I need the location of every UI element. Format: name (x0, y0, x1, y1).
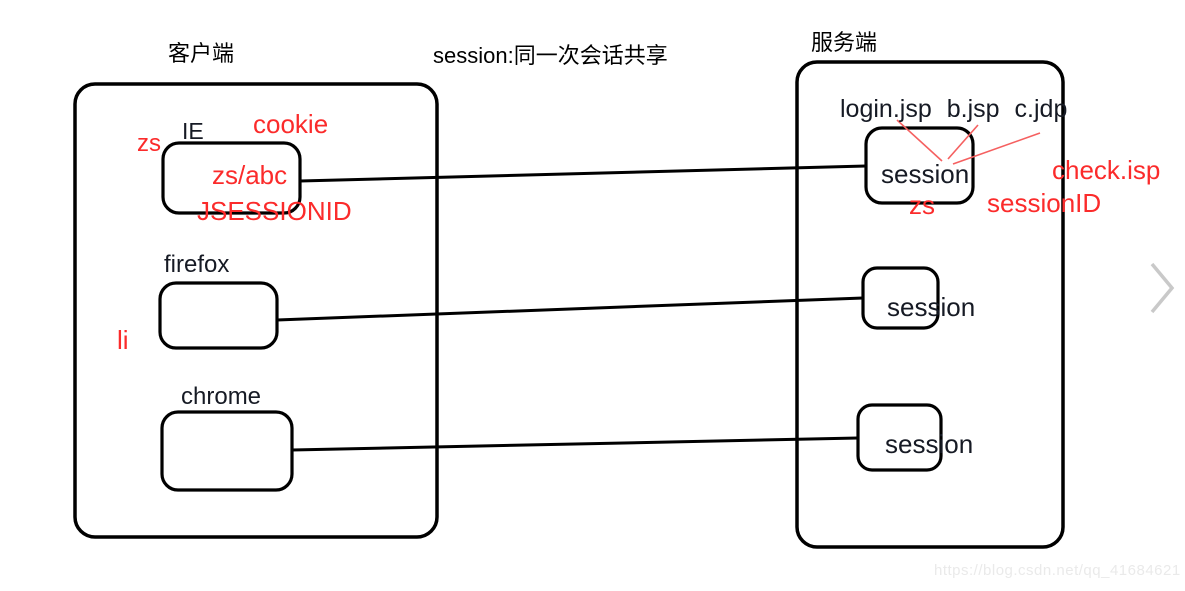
page-label-bjsp: b.jsp (946, 95, 1000, 123)
chrome-label: chrome (181, 383, 262, 410)
chevron-right-icon[interactable] (1150, 262, 1175, 314)
ie-session1-line (299, 164, 867, 183)
session1-label: session (881, 159, 970, 189)
server-title: 服务端 (811, 30, 878, 55)
session1-user-note: zs (909, 190, 935, 220)
client-box (73, 82, 439, 539)
cookie-value-note: zs/abc (212, 160, 288, 190)
cjdp-session-line (952, 132, 1041, 165)
server-pages-row: login.jsp b.jsp c.jdp (840, 95, 1068, 124)
jsessionid-note: JSESSIONID (197, 196, 352, 226)
loginjsp-session-line (896, 119, 943, 162)
chrome-box (160, 410, 294, 492)
page-label-loginjsp: login.jsp (840, 95, 932, 123)
chrome-session3-line (291, 436, 859, 452)
session1-box (864, 126, 975, 205)
check-page-note: check.isp (1052, 155, 1161, 185)
sessionid-note: sessionID (987, 188, 1102, 218)
diagram-title: session:同一次会话共享 (433, 43, 668, 68)
ie-user-note: zs (137, 130, 161, 157)
cookie-note: cookie (253, 109, 329, 139)
firefox-label: firefox (164, 251, 230, 278)
page-label-cjdp: c.jdp (1014, 95, 1068, 123)
watermark: https://blog.csdn.net/qq_41684621 (934, 562, 1181, 579)
firefox-session2-line (276, 296, 864, 322)
firefox-box (158, 281, 279, 350)
ie-label: IE (182, 118, 204, 144)
client-title: 客户端 (168, 41, 235, 66)
ie-box (161, 141, 302, 215)
server-box (795, 60, 1065, 549)
bjsp-session-line (947, 124, 979, 160)
session3-box (856, 403, 943, 472)
firefox-user-note: li (117, 325, 129, 355)
session3-label: session (885, 429, 974, 459)
session2-label: session (887, 292, 976, 322)
